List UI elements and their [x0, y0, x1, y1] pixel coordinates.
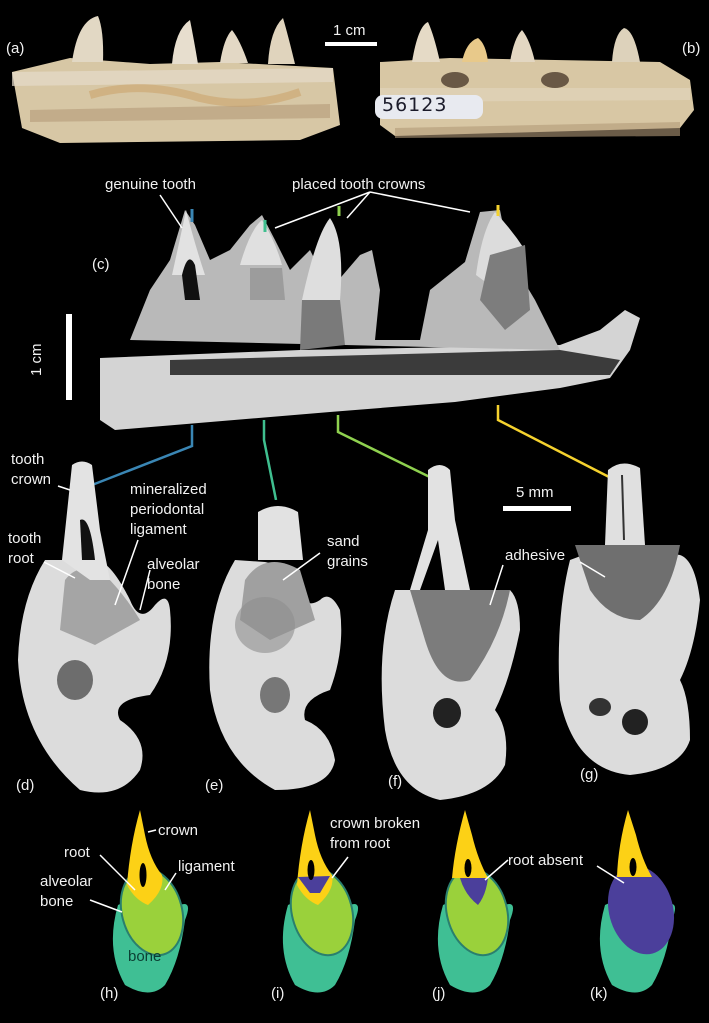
- label-crown: crown: [158, 822, 199, 839]
- label-placed-tooth-crowns: placed tooth crowns: [292, 176, 426, 193]
- panel-label-g: (g): [580, 766, 599, 783]
- panel-label-a: (a): [6, 40, 25, 57]
- schematic-h: [112, 810, 189, 993]
- label-bone: bone: [128, 948, 162, 965]
- scale-bar-top-label: 1 cm: [333, 22, 366, 39]
- section-d: [18, 461, 171, 793]
- label-mineralized-periodontal-ligament: mineralized periodontal ligament: [130, 481, 207, 538]
- label-tooth-crown: tooth crown: [11, 451, 52, 488]
- specimen-number: 56123: [382, 94, 448, 116]
- specimen-photos: [12, 16, 694, 143]
- panel-label-k: (k): [590, 985, 608, 1002]
- connector-g: [496, 405, 612, 480]
- schematic-i: [282, 810, 359, 993]
- ct-jaw: [100, 210, 640, 430]
- specimen-number-label: [375, 95, 483, 119]
- panel-label-b: (b): [682, 40, 701, 57]
- scale-bar-sections: [503, 506, 571, 511]
- label-alveolar-bone: alveolar bone: [147, 556, 200, 593]
- label-root: root: [64, 844, 90, 861]
- label-adhesive: adhesive: [505, 547, 566, 564]
- panel-label-i: (i): [271, 985, 285, 1002]
- panel-label-c: (c): [92, 256, 110, 273]
- label-schematic-alveolar-bone: alveolar bone: [40, 873, 93, 910]
- label-sand-grains: sand grains: [327, 533, 368, 570]
- photo-b-jaw: [375, 22, 694, 138]
- label-genuine-tooth: genuine tooth: [105, 176, 196, 193]
- label-root-absent: root absent: [508, 852, 584, 869]
- panel-label-f: (f): [388, 773, 403, 790]
- panel-label-j: (j): [432, 985, 446, 1002]
- label-ligament: ligament: [178, 858, 235, 875]
- connector-e: [262, 420, 278, 500]
- panel-label-d: (d): [16, 777, 35, 794]
- section-g: [558, 463, 700, 775]
- label-crown-broken-from-root: crown broken from root: [330, 815, 421, 852]
- connector-d: [91, 425, 194, 487]
- panel-label-h: (h): [100, 985, 119, 1002]
- schematic-k: [599, 810, 676, 993]
- section-f: [381, 465, 520, 800]
- connector-f: [336, 415, 443, 485]
- photo-a-jaw: [12, 16, 340, 143]
- label-tooth-root: tooth root: [8, 530, 42, 567]
- scale-bar-top: [325, 42, 377, 46]
- scale-bar-sections-label: 5 mm: [516, 484, 554, 501]
- section-e: [209, 506, 342, 790]
- ct-longitudinal-section: [66, 191, 640, 500]
- scale-bar-ct: [66, 314, 72, 400]
- schematic-j: [437, 810, 514, 993]
- panel-label-e: (e): [205, 777, 224, 794]
